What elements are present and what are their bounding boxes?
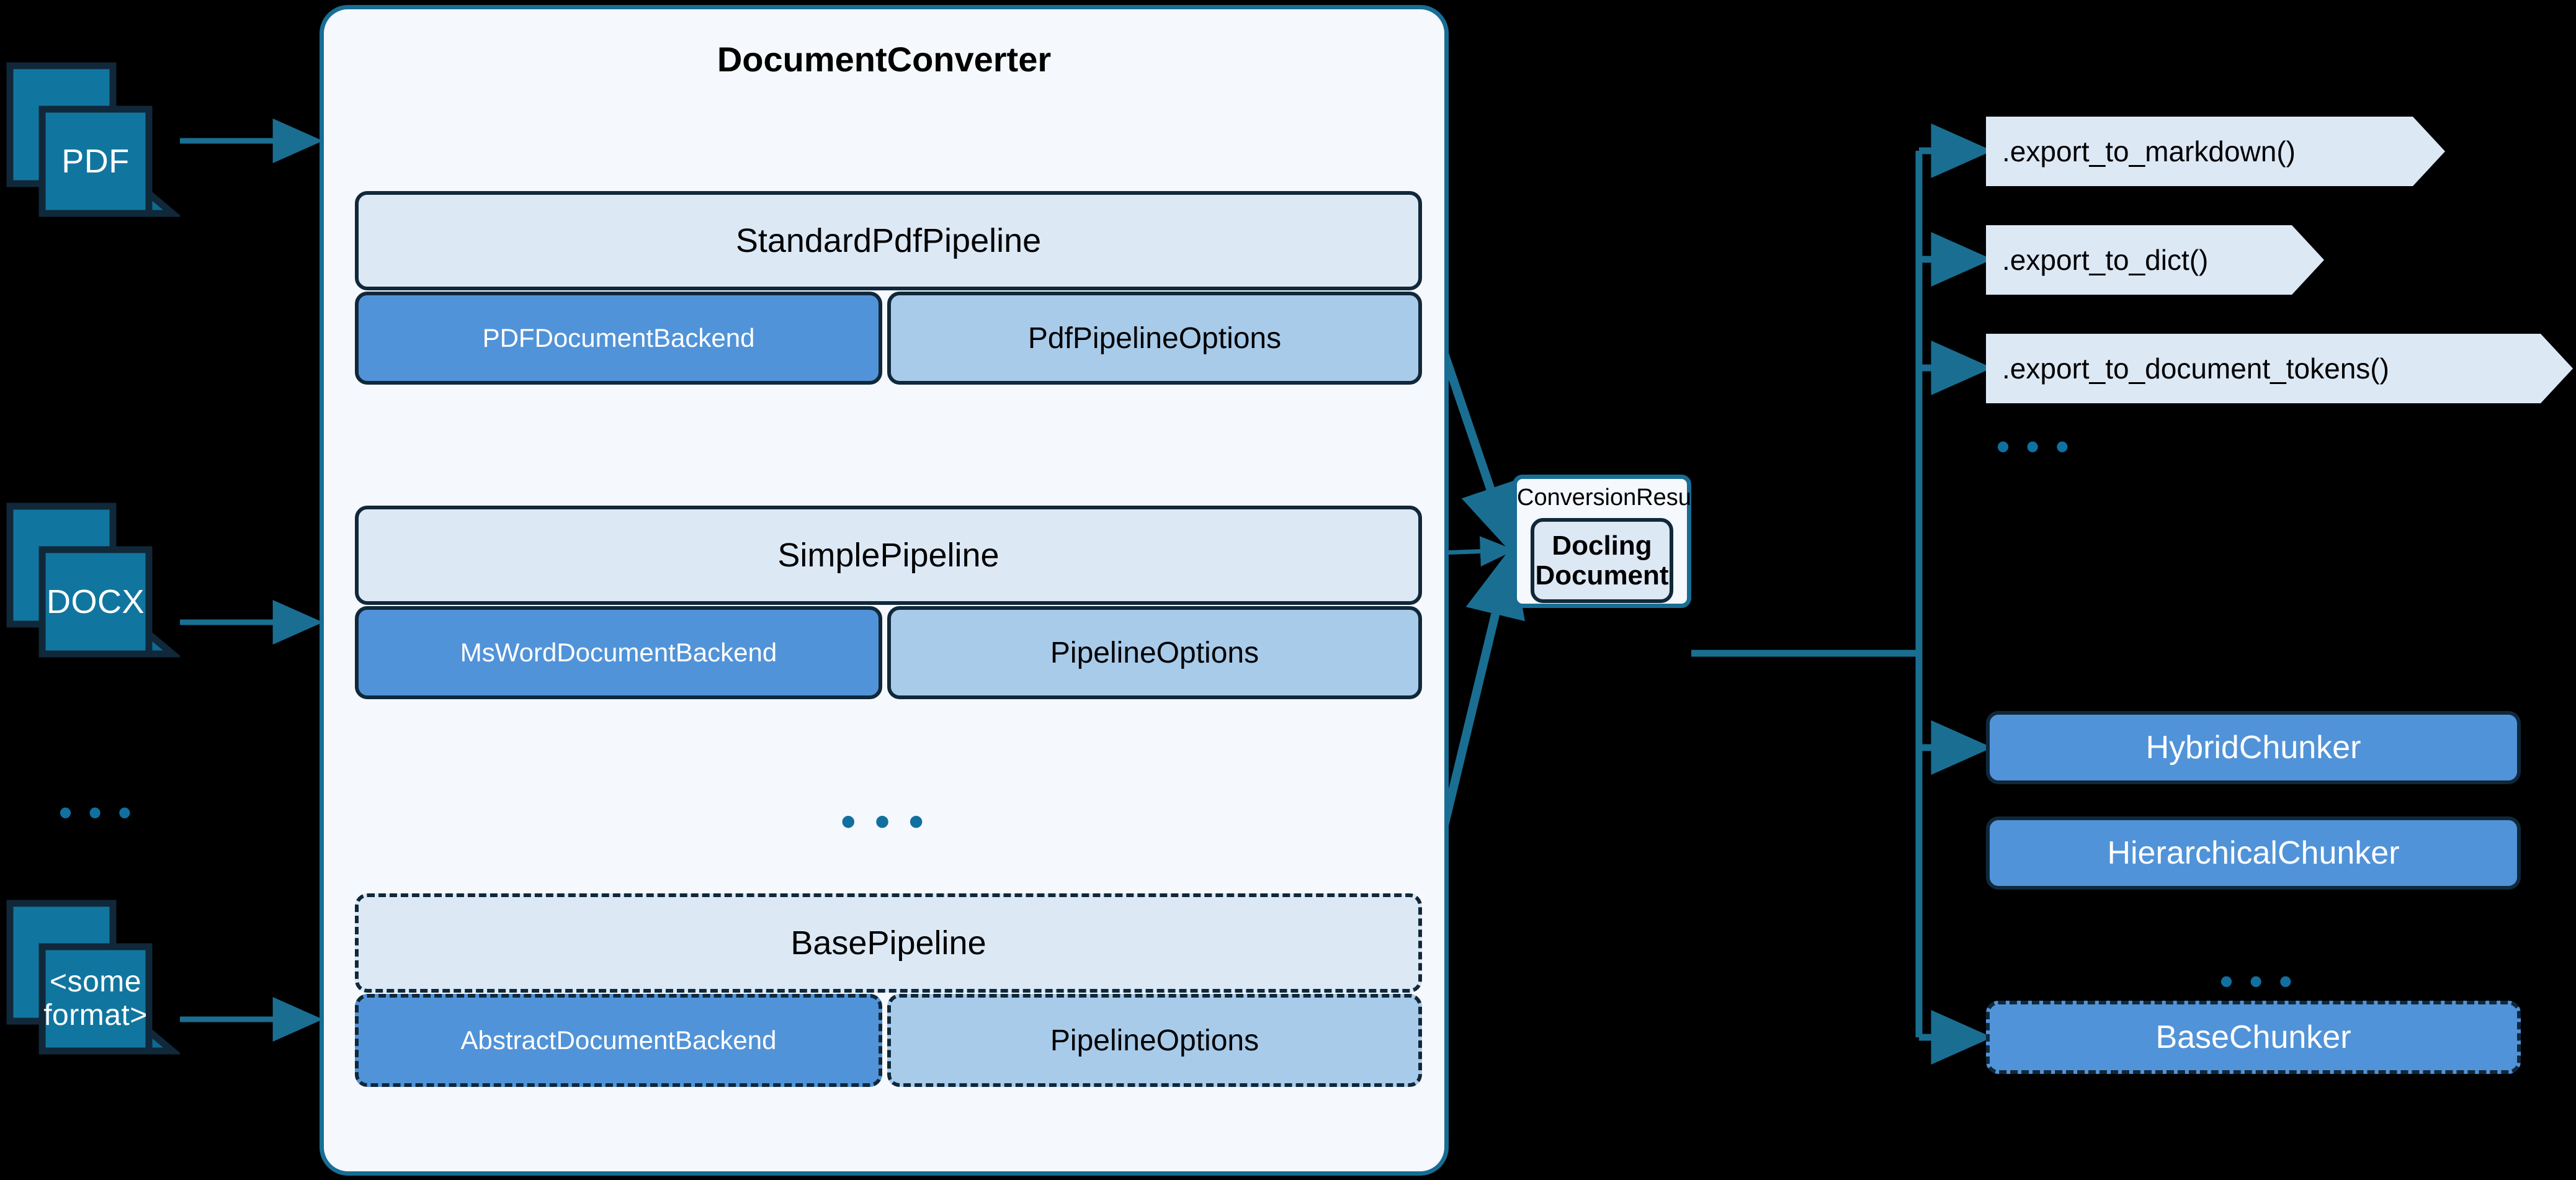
chunker-hierarchical[interactable]: HierarchicalChunker xyxy=(1986,816,2521,890)
pipeline-name[interactable]: SimplePipeline xyxy=(355,506,1422,605)
conversion-result-container: ConversionResult Docling Document xyxy=(1513,475,1703,608)
export-to-dict-button[interactable]: .export_to_dict() xyxy=(1986,225,2324,295)
pipeline-backend[interactable]: AbstractDocumentBackend xyxy=(355,994,882,1087)
pipeline-group-simple[interactable]: SimplePipeline MsWordDocumentBackend Pip… xyxy=(355,506,1422,699)
input-doc-docx[interactable]: DOCX xyxy=(6,503,180,658)
chunker-hybrid[interactable]: HybridChunker xyxy=(1986,711,2521,784)
pipeline-group-base[interactable]: BasePipeline AbstractDocumentBackend Pip… xyxy=(355,893,1422,1087)
pipeline-name[interactable]: StandardPdfPipeline xyxy=(355,191,1422,290)
docx-document-icon xyxy=(6,503,180,658)
export-label: .export_to_markdown() xyxy=(2002,135,2296,168)
pipeline-backend[interactable]: PDFDocumentBackend xyxy=(355,292,882,385)
exports-ellipsis: • • • xyxy=(1997,426,2072,467)
chunkers-ellipsis: • • • xyxy=(2220,960,2296,1002)
chunker-label: HybridChunker xyxy=(2145,730,2361,766)
pipeline-options[interactable]: PipelineOptions xyxy=(887,994,1422,1087)
pipeline-backend[interactable]: MsWordDocumentBackend xyxy=(355,606,882,699)
export-label: .export_to_document_tokens() xyxy=(2002,352,2389,385)
pdf-document-icon xyxy=(6,62,180,217)
generic-document-icon xyxy=(6,900,180,1055)
export-to-markdown-button[interactable]: .export_to_markdown() xyxy=(1986,117,2445,186)
pipeline-options[interactable]: PdfPipelineOptions xyxy=(887,292,1422,385)
docling-document-box[interactable]: Docling Document xyxy=(1531,518,1673,603)
chunker-base[interactable]: BaseChunker xyxy=(1986,1001,2521,1074)
pipeline-options[interactable]: PipelineOptions xyxy=(887,606,1422,699)
document-converter-container: DocumentConverter StandardPdfPipeline PD… xyxy=(320,5,1449,1176)
input-doc-label: <some format> xyxy=(43,965,148,1032)
input-doc-label: DOCX xyxy=(46,583,145,620)
pipeline-name[interactable]: BasePipeline xyxy=(355,893,1422,993)
input-ellipsis: • • • xyxy=(59,792,135,833)
chunker-label: HierarchicalChunker xyxy=(2107,835,2400,871)
input-doc-pdf[interactable]: PDF xyxy=(6,62,180,217)
input-doc-label: PDF xyxy=(61,142,130,180)
conversion-result-title: ConversionResult xyxy=(1517,485,1703,511)
docling-document-line1: Docling xyxy=(1552,530,1652,561)
page-title: DocumentConverter xyxy=(717,40,1052,79)
chunker-label: BaseChunker xyxy=(2155,1019,2351,1055)
docling-document-line2: Document xyxy=(1535,560,1669,591)
export-to-document-tokens-button[interactable]: .export_to_document_tokens() xyxy=(1986,334,2573,403)
pipeline-ellipsis: • • • xyxy=(841,798,928,845)
pipeline-group-standard-pdf[interactable]: StandardPdfPipeline PDFDocumentBackend P… xyxy=(355,191,1422,385)
input-doc-generic[interactable]: <some format> xyxy=(6,900,180,1055)
export-label: .export_to_dict() xyxy=(2002,244,2209,276)
